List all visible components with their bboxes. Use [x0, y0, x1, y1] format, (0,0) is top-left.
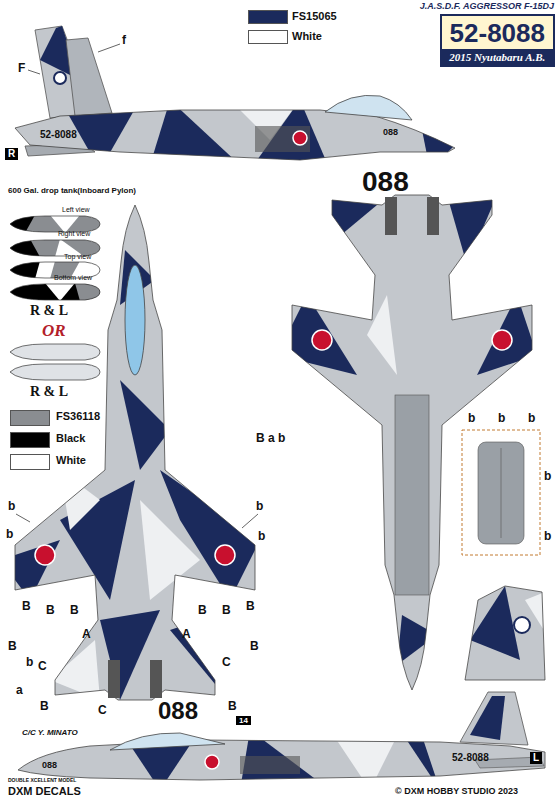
callout-letter: B	[40, 700, 49, 714]
legend-text: Black	[56, 432, 85, 445]
callout-letter: b	[498, 412, 505, 426]
callout-letter: B	[8, 640, 17, 654]
color-swatch	[248, 30, 288, 44]
callout-letter: C	[98, 704, 107, 718]
decal-text: Bottom view	[54, 274, 92, 282]
legend-text: FS36118	[56, 410, 100, 423]
decal-text: 14	[236, 716, 251, 725]
decal-text: DOUBLE XCELLENT MODEL	[8, 778, 76, 784]
sheet-title: J.A.S.D.F. AGGRESSOR F-15DJ	[420, 1, 554, 11]
legend-text: White	[292, 30, 322, 43]
callout-letter: b	[544, 470, 551, 484]
decal-text: 088	[383, 127, 398, 137]
decal-text: R & L	[30, 384, 68, 400]
legend-text: White	[56, 454, 86, 467]
callout-letter: B	[246, 600, 255, 614]
decal-text: 088	[42, 760, 57, 770]
callout-letter: B	[222, 604, 231, 618]
decal-text: © DXM HOBBY STUDIO 2023	[395, 786, 518, 796]
callout-letter: F	[18, 62, 25, 76]
decal-text: Left view	[62, 206, 90, 214]
decal-text: DXM DECALS	[8, 785, 81, 798]
callout-letter: a	[268, 432, 275, 446]
decal-number: 088	[158, 697, 198, 725]
decal-text: Right view	[58, 230, 90, 238]
callout-letter: b	[26, 656, 33, 670]
decal-text: L	[530, 752, 542, 764]
callout-letter: b	[256, 500, 263, 514]
color-swatch	[10, 454, 50, 470]
callout-letter: b	[258, 530, 265, 544]
callout-letter: b	[468, 412, 475, 426]
callout-letter: f	[122, 34, 126, 48]
legend-text: FS15065	[292, 10, 337, 23]
decal-number: 088	[362, 166, 409, 198]
serial-number: 52-8088	[442, 16, 553, 49]
callout-letter: B	[46, 604, 55, 618]
callout-letter: C	[38, 660, 47, 674]
callout-letter: C	[222, 656, 231, 670]
decal-text: 600 Gal. drop tank(Inboard Pylon)	[8, 186, 136, 195]
color-swatch	[10, 432, 50, 448]
callout-letter: A	[82, 628, 91, 642]
decal-text: Top view	[64, 253, 91, 261]
callout-letter: b	[6, 528, 13, 542]
registration-box: 52-80882015 Nyutabaru A.B.	[440, 14, 555, 67]
callout-letter: B	[198, 604, 207, 618]
decal-text: R & L	[30, 303, 68, 319]
callout-letter: B	[256, 432, 265, 446]
decal-text: C/C Y. MINATO	[22, 728, 78, 737]
callout-letter: B	[250, 640, 259, 654]
callout-letter: B	[22, 600, 31, 614]
callout-letter: b	[544, 530, 551, 544]
unit-caption: 2015 Nyutabaru A.B.	[442, 49, 553, 65]
color-swatch	[248, 10, 288, 24]
decal-text: 52-8088	[40, 129, 77, 141]
callout-letter: OR	[42, 321, 66, 341]
callout-letter: b	[278, 432, 285, 446]
callout-letter: B	[228, 700, 237, 714]
decal-text: R	[5, 148, 18, 160]
callout-letter: b	[528, 412, 535, 426]
callout-letter: b	[8, 500, 15, 514]
callout-letter: a	[16, 684, 23, 698]
color-swatch	[10, 410, 50, 426]
decal-text: 52-8088	[452, 752, 489, 764]
callout-letter: B	[70, 604, 79, 618]
callout-letter: A	[182, 628, 191, 642]
